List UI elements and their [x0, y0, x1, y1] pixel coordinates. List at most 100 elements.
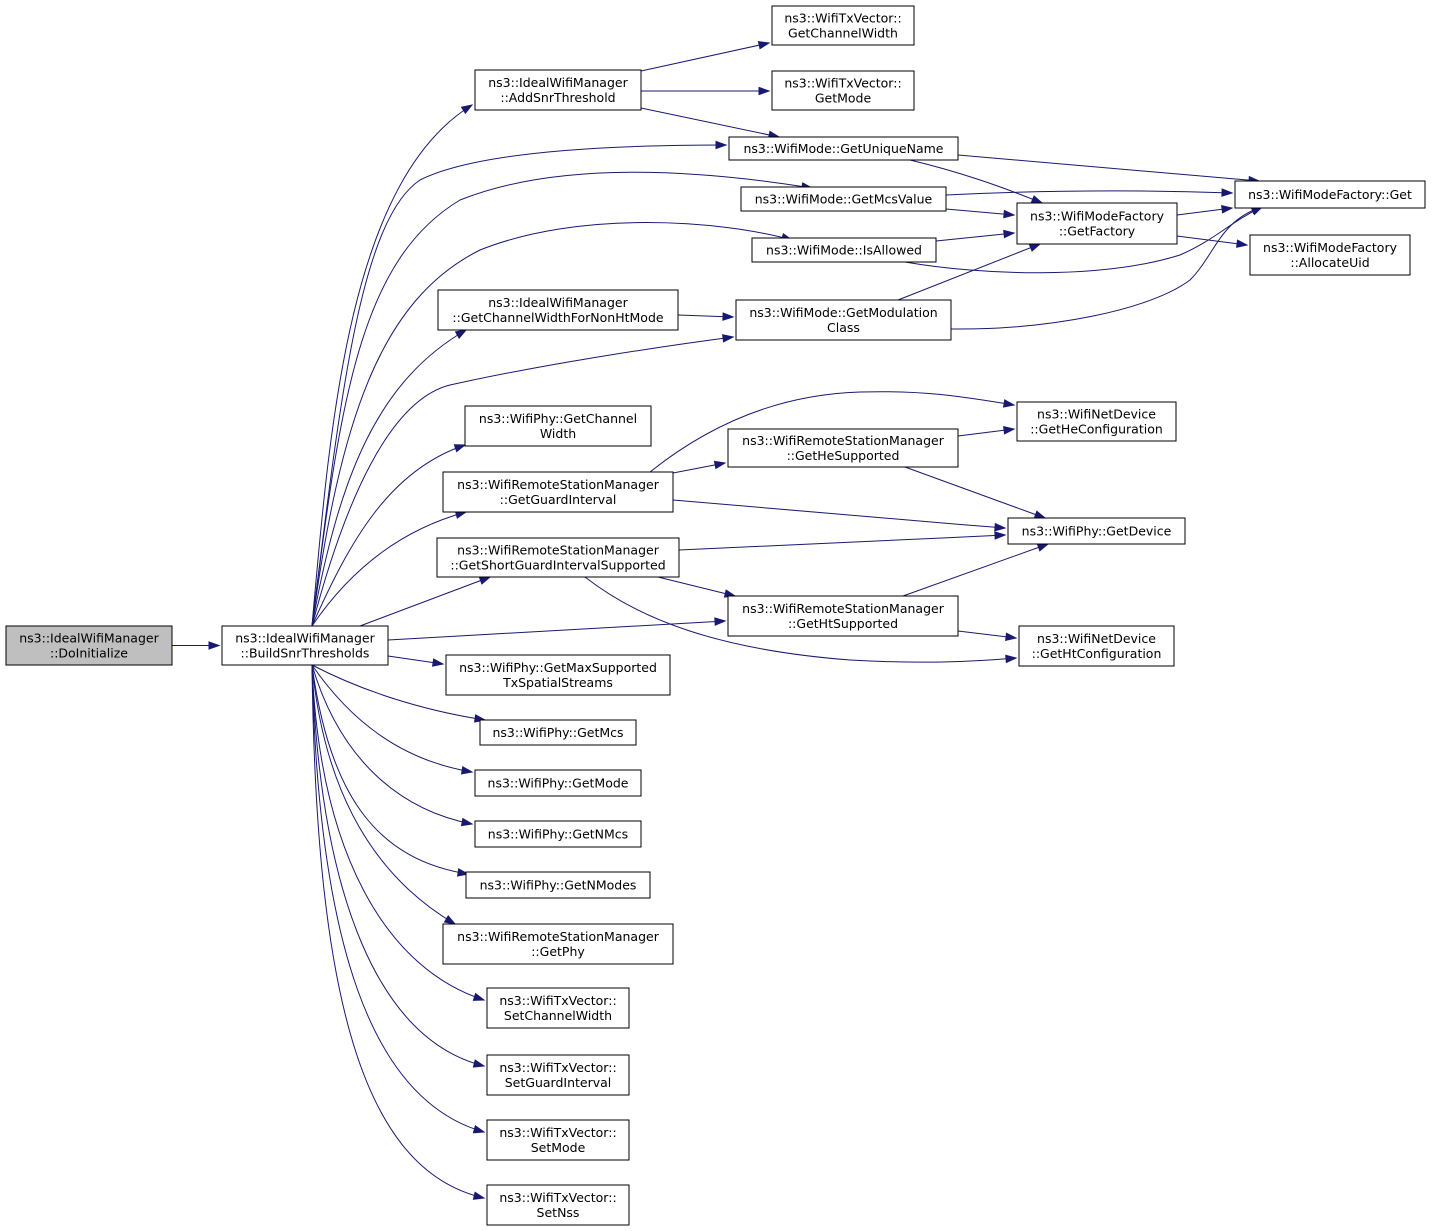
node-nd-hecfg[interactable]: ns3::WifiNetDevice::GetHeConfiguration	[1016, 401, 1177, 442]
node-box	[486, 1184, 630, 1226]
node-box	[771, 5, 915, 46]
node-label-line: ns3::WifiPhy::GetChannel	[479, 411, 637, 426]
node-txv-sgi[interactable]: ns3::WifiTxVector::SetGuardInterval	[486, 1054, 630, 1096]
node-label-line: ns3::WifiPhy::GetMode	[488, 776, 629, 791]
node-label-line: ns3::WifiPhy::GetNMcs	[488, 827, 628, 842]
node-mcsval[interactable]: ns3::WifiMode::GetMcsValue	[740, 186, 947, 212]
node-label-line: SetChannelWidth	[504, 1008, 612, 1023]
node-txv-gm[interactable]: ns3::WifiTxVector::GetMode	[771, 70, 915, 111]
node-label-line: ::GetHeSupported	[787, 448, 900, 463]
node-box	[474, 769, 642, 797]
edge-rsm-sgis-to-rsm-hts	[657, 576, 737, 598]
edge-rsm-sgis-to-nd-htcfg	[584, 576, 1018, 664]
node-phy-maxss[interactable]: ns3::WifiPhy::GetMaxSupportedTxSpatialSt…	[445, 654, 671, 696]
node-box	[1249, 234, 1411, 276]
node-box	[474, 69, 642, 111]
node-label-line: GetMode	[815, 91, 872, 106]
node-box	[771, 70, 915, 111]
edge-build-to-phy-maxss	[387, 655, 445, 667]
node-box	[442, 923, 674, 965]
node-build[interactable]: ns3::IdealWifiManager::BuildSnrThreshold…	[221, 625, 389, 666]
edge-build-to-phy-gcw	[311, 444, 467, 627]
node-phy-nmodes[interactable]: ns3::WifiPhy::GetNModes	[465, 871, 651, 899]
node-rsm-sgis[interactable]: ns3::WifiRemoteStationManager::GetShortG…	[436, 537, 680, 578]
node-label-line: ns3::WifiRemoteStationManager	[457, 929, 660, 944]
node-txv-scw[interactable]: ns3::WifiTxVector::SetChannelWidth	[486, 987, 630, 1029]
node-box	[486, 1054, 630, 1096]
edge-build-to-rsm-phy	[311, 664, 457, 925]
node-rsm-hes[interactable]: ns3::WifiRemoteStationManager::GetHeSupp…	[727, 428, 959, 468]
edge-build-to-phy-nmcs	[311, 664, 474, 827]
node-label-line: SetGuardInterval	[505, 1075, 612, 1090]
node-label-line: ns3::WifiPhy::GetMcs	[492, 725, 623, 740]
node-txv-sm[interactable]: ns3::WifiTxVector::SetMode	[486, 1119, 630, 1161]
node-phy-mcs[interactable]: ns3::WifiPhy::GetMcs	[479, 719, 637, 746]
node-label-line: ns3::IdealWifiManager	[235, 631, 375, 646]
edge-addsnr-to-txv-gcw	[640, 41, 771, 72]
node-label-line: ns3::WifiNetDevice	[1037, 407, 1156, 422]
edge-build-to-txv-scw	[311, 664, 486, 1001]
edge-build-to-cwnonht	[311, 329, 468, 627]
edge-build-to-rsm-hts	[387, 617, 727, 641]
node-box	[1234, 180, 1426, 209]
node-label-line: ns3::WifiRemoteStationManager	[742, 433, 945, 448]
edge-un-to-mfget	[957, 154, 1261, 185]
node-label-line: ns3::WifiMode::IsAllowed	[766, 243, 922, 258]
edge-build-to-txv-sgi	[311, 664, 486, 1068]
node-label-line: ::GetFactory	[1059, 224, 1136, 239]
node-rsm-phy[interactable]: ns3::WifiRemoteStationManager::GetPhy	[442, 923, 674, 965]
node-box	[5, 625, 173, 666]
edge-getfac-to-mfget	[1176, 205, 1234, 216]
node-label-line: ::GetChannelWidthForNonHtMode	[452, 310, 663, 325]
node-label-line: ns3::WifiPhy::GetDevice	[1022, 524, 1172, 539]
edge-rsm-gi-to-rsm-hes	[672, 460, 727, 474]
node-label-line: TxSpatialStreams	[502, 675, 613, 690]
node-addsnr[interactable]: ns3::IdealWifiManager::AddSnrThreshold	[474, 69, 642, 111]
node-label-line: ns3::WifiTxVector::	[499, 1125, 616, 1140]
edge-rsm-hts-to-phy-dev	[902, 543, 1050, 597]
node-alloc[interactable]: ns3::WifiModeFactory::AllocateUid	[1249, 234, 1411, 276]
node-rsm-gi[interactable]: ns3::WifiRemoteStationManager::GetGuardI…	[442, 471, 674, 513]
node-label-line: ns3::IdealWifiManager	[488, 75, 628, 90]
node-phy-mode[interactable]: ns3::WifiPhy::GetMode	[474, 769, 642, 797]
node-txv-sn[interactable]: ns3::WifiTxVector::SetNss	[486, 1184, 630, 1226]
node-mfget[interactable]: ns3::WifiModeFactory::Get	[1234, 180, 1426, 209]
node-label-line: ns3::WifiRemoteStationManager	[457, 543, 660, 558]
node-txv-gcw[interactable]: ns3::WifiTxVector::GetChannelWidth	[771, 5, 915, 46]
node-label-line: GetChannelWidth	[788, 26, 898, 41]
node-label-line: ::GetPhy	[531, 944, 585, 959]
node-rsm-hts[interactable]: ns3::WifiRemoteStationManager::GetHtSupp…	[727, 595, 959, 637]
node-label-line: ::AddSnrThreshold	[500, 90, 615, 105]
edge-build-to-txv-sn	[311, 664, 486, 1200]
node-box	[474, 820, 642, 848]
node-nd-htcfg[interactable]: ns3::WifiNetDevice::GetHtConfiguration	[1018, 625, 1175, 667]
node-label-line: Width	[540, 426, 576, 441]
node-box	[1018, 625, 1175, 667]
node-box	[728, 136, 959, 161]
node-phy-dev[interactable]: ns3::WifiPhy::GetDevice	[1007, 517, 1186, 545]
node-phy-gcw[interactable]: ns3::WifiPhy::GetChannelWidth	[464, 405, 652, 447]
edge-mcsval-to-mfget	[945, 188, 1234, 197]
edge-build-to-un	[311, 140, 728, 627]
node-box	[735, 299, 952, 341]
edge-getfac-to-alloc	[1176, 235, 1249, 248]
node-phy-nmcs[interactable]: ns3::WifiPhy::GetNMcs	[474, 820, 642, 848]
node-box	[437, 289, 679, 331]
node-label-line: ns3::IdealWifiManager	[488, 295, 628, 310]
node-box	[445, 654, 671, 696]
edge-build-to-rsm-sgis	[359, 576, 492, 627]
node-un[interactable]: ns3::WifiMode::GetUniqueName	[728, 136, 959, 161]
node-cwnonht[interactable]: ns3::IdealWifiManager::GetChannelWidthFo…	[437, 289, 679, 331]
node-box	[486, 1119, 630, 1161]
node-box	[221, 625, 389, 666]
node-box	[727, 595, 959, 637]
edge-build-to-modclass	[311, 334, 735, 627]
node-doinit[interactable]: ns3::IdealWifiManager::DoInitialize	[5, 625, 173, 666]
node-label-line: ::AllocateUid	[1290, 255, 1369, 270]
node-isallowed[interactable]: ns3::WifiMode::IsAllowed	[751, 237, 937, 263]
node-label-line: ns3::IdealWifiManager	[19, 631, 159, 646]
edge-rsm-gi-to-phy-dev	[672, 499, 1007, 532]
node-getfac[interactable]: ns3::WifiModeFactory::GetFactory	[1016, 202, 1178, 245]
